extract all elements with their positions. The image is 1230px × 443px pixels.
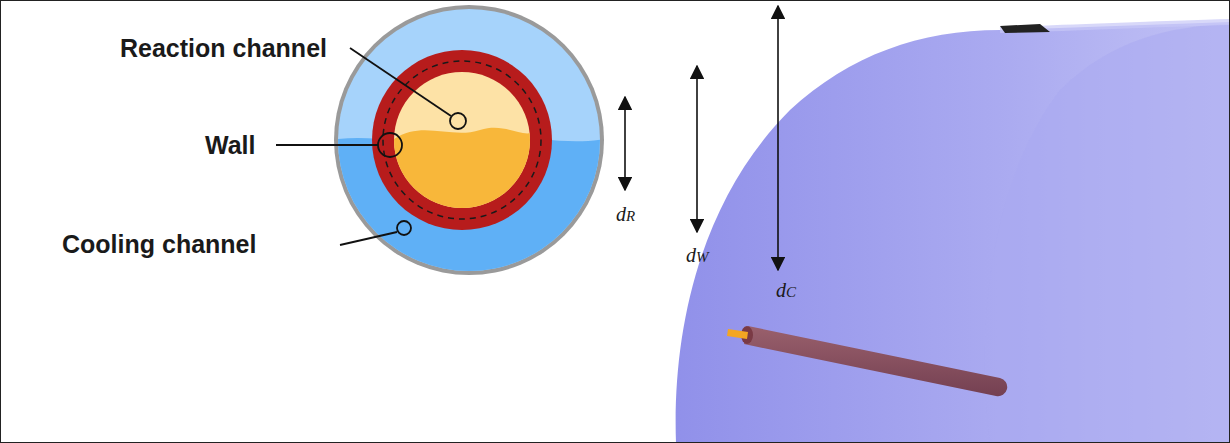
- part-label: Wall: [205, 133, 255, 158]
- leader-lines: [276, 48, 466, 245]
- part-label: Cooling channel: [62, 232, 256, 257]
- dimension-label: dW: [686, 245, 709, 265]
- dimension-arrows: [625, 6, 778, 270]
- part-label: Reaction channel: [120, 36, 327, 61]
- dimension-label: dC: [776, 280, 796, 300]
- dimension-label: dR: [616, 204, 635, 224]
- tube-render: [676, 22, 1230, 443]
